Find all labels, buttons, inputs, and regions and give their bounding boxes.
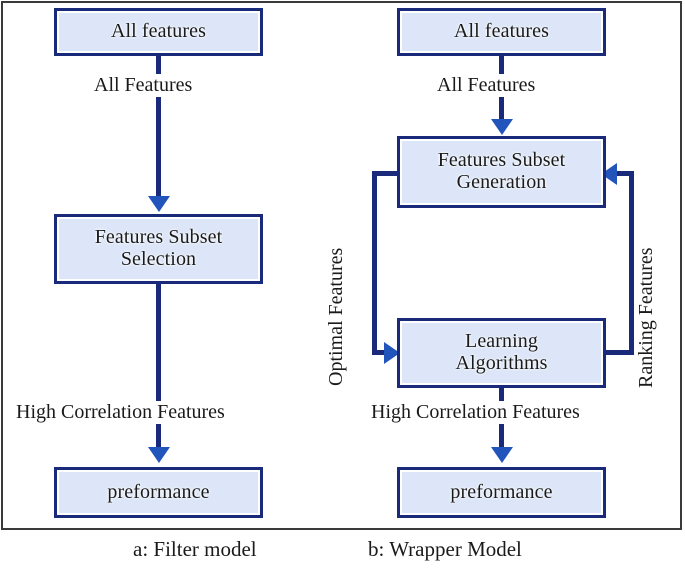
- arrowhead-to-preformance-wrapper: [491, 447, 513, 463]
- box-fill: Learning Algorithms: [402, 323, 601, 383]
- figure-frame: All features All Features Features Subse…: [1, 1, 682, 530]
- box-all-features-wrapper: All features: [397, 8, 606, 56]
- edge-label-all-features-wrapper: All Features: [435, 74, 538, 97]
- arrowhead-to-learning-algorithms: [384, 342, 400, 364]
- box-fill: All features: [59, 13, 258, 51]
- caption-filter-model: a: Filter model: [133, 537, 257, 561]
- arrowhead-to-preformance-filter: [148, 447, 170, 463]
- loop-left-bottom-segment: [372, 350, 392, 355]
- box-features-subset-selection: Features Subset Selection: [54, 214, 263, 284]
- edge-label-all-features-filter: All Features: [92, 74, 195, 97]
- arrowhead-to-subset-selection: [148, 196, 170, 212]
- edge-label-optimal-features: Optimal Features: [325, 247, 347, 386]
- box-label-line2: Algorithms: [455, 352, 548, 374]
- loop-right-vertical-segment: [629, 171, 634, 355]
- edge-label-high-correlation-filter: High Correlation Features: [14, 401, 227, 424]
- box-fill: Features Subset Generation: [402, 141, 601, 203]
- edge-label-high-correlation-wrapper: High Correlation Features: [369, 401, 582, 424]
- box-learning-algorithms: Learning Algorithms: [397, 318, 606, 388]
- box-fill: Features Subset Selection: [59, 219, 258, 279]
- box-label-line2: Selection: [120, 248, 197, 270]
- box-fill: preformance: [59, 472, 258, 513]
- box-preformance-filter: preformance: [54, 467, 263, 518]
- loop-left-vertical-segment: [372, 171, 377, 353]
- box-features-subset-generation: Features Subset Generation: [397, 136, 606, 208]
- box-label: Features Subset Selection: [91, 227, 227, 270]
- loop-right-top-segment: [617, 171, 634, 176]
- caption-wrapper-model: b: Wrapper Model: [368, 537, 522, 561]
- box-label: All features: [110, 20, 207, 43]
- box-fill: All features: [402, 13, 601, 51]
- arrowhead-to-subset-generation: [491, 119, 513, 135]
- box-label-line1: Features Subset: [437, 149, 566, 172]
- box-label-line2: Generation: [456, 171, 547, 193]
- box-label: Learning Algorithms: [451, 331, 551, 374]
- box-label: preformance: [107, 480, 210, 503]
- edge-label-ranking-features: Ranking Features: [635, 247, 657, 388]
- box-label: All features: [453, 20, 550, 43]
- connector-subset-selection-to-preformance: [156, 284, 161, 449]
- box-label: Features Subset Generation: [434, 150, 570, 193]
- loop-left-top-segment: [372, 171, 402, 176]
- box-preformance-wrapper: preformance: [397, 467, 606, 518]
- box-fill: preformance: [402, 472, 601, 513]
- connector-all-features-to-subset-selection: [156, 56, 161, 198]
- box-label-line1: Learning: [465, 330, 538, 353]
- box-label-line1: Features Subset: [94, 226, 223, 249]
- box-all-features-filter: All features: [54, 8, 263, 56]
- loop-right-bottom-segment: [602, 350, 634, 355]
- box-label: preformance: [450, 480, 553, 503]
